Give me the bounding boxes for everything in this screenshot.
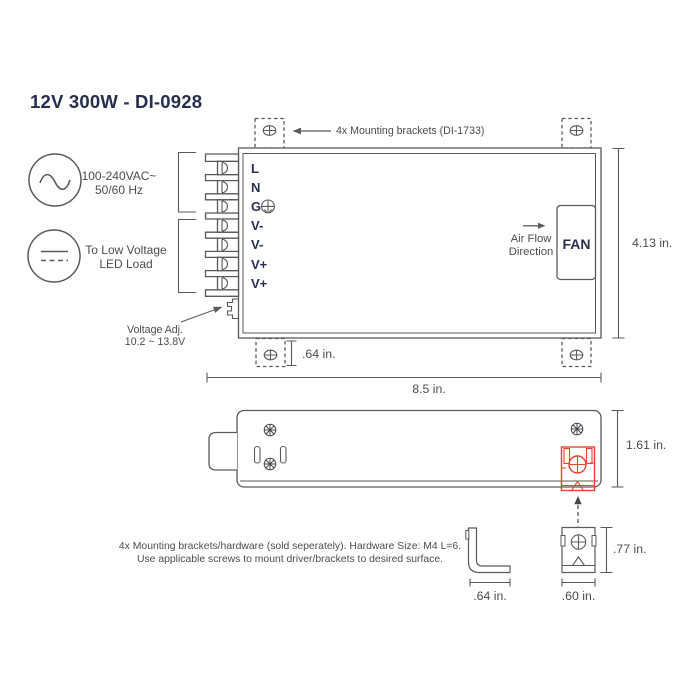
ac-group-bracket (177, 151, 196, 213)
dim-width-line (206, 372, 602, 383)
dim-bracket-offset-label: .64 in. (302, 347, 336, 361)
side-view-drawing (208, 409, 624, 527)
terminal-label-Vminus1: V- (251, 218, 264, 234)
air-flow-line2: Direction (508, 245, 554, 258)
bracket-bottom-detail (562, 556, 595, 567)
dim-width-label: 8.5 in. (412, 381, 446, 396)
bracket-position-arrow (574, 496, 582, 527)
dim-bracket-width-line (561, 578, 596, 587)
dim-depth-line (611, 409, 624, 488)
case-screw-icon (263, 422, 584, 471)
ac-input-line2: 50/60 Hz (94, 183, 144, 197)
callout-arrow (292, 127, 331, 135)
air-flow-arrow (523, 222, 546, 229)
terminal-tab-side (208, 431, 237, 471)
highlighted-bracket (560, 446, 596, 492)
top-view-drawing (27, 117, 625, 383)
dc-group-bracket (177, 218, 196, 294)
bracket-clip-notch (465, 530, 470, 540)
dim-bracket-width-label: .60 in. (561, 589, 596, 603)
terminal-label-N: N (251, 179, 261, 195)
mounting-note: 4x Mounting brackets/hardware (sold sepe… (119, 540, 461, 566)
voltage-adj-pot (226, 298, 239, 320)
terminal-label-Vminus2: V- (251, 237, 264, 253)
dim-height-label: 4.13 in. (632, 236, 673, 250)
dc-load-line2: LED Load (99, 257, 153, 271)
dim-bracket-height-label: .77 in. (613, 541, 647, 556)
ac-input-caption: 100-240VAC~ 50/60 Hz (82, 169, 157, 197)
dim-height-line (612, 147, 625, 339)
dc-load-caption: To Low Voltage LED Load (85, 243, 166, 271)
dim-bracket-leg-label: .64 in. (473, 589, 507, 603)
bracket-edge-notch (560, 535, 566, 547)
ac-input-line1: 100-240VAC~ (81, 169, 157, 183)
air-flow-line1: Air Flow (510, 233, 552, 245)
air-flow-caption: Air Flow Direction (509, 233, 554, 259)
voltage-adj-line1: Voltage Adj. (127, 324, 183, 336)
bracket-side-profile (467, 527, 511, 574)
dim-bracket-height-line (600, 526, 613, 574)
screw-icon (262, 125, 584, 361)
dim-bracket-leg-line (469, 578, 511, 587)
mounting-note-line1: 4x Mounting brackets/hardware (sold sepe… (118, 540, 462, 552)
bracket-detail-drawings (465, 526, 613, 587)
bracket-edge-notch (591, 535, 597, 547)
mounting-brackets-callout: 4x Mounting brackets (DI-1733) (336, 124, 485, 137)
fan-box (556, 204, 597, 281)
voltage-adj-arrow (180, 306, 223, 323)
page-title: 12V 300W - DI-0928 (30, 91, 203, 112)
terminal-label-G: G (251, 198, 262, 214)
voltage-adj-caption: Voltage Adj. 10.2 ~ 13.8V (125, 324, 185, 348)
dim-bracket-offset-line (286, 340, 297, 367)
driver-body-side (236, 409, 602, 488)
terminal-screw-clamps (221, 161, 228, 290)
bracket-screw-hole-icon (570, 534, 587, 550)
terminal-label-Vplus1: V+ (251, 256, 268, 272)
ac-sine-icon (28, 153, 82, 207)
mount-slot (253, 445, 261, 464)
fan-label: FAN (562, 235, 591, 252)
terminal-label-L: L (251, 160, 259, 176)
voltage-adj-line2: 10.2 ~ 13.8V (124, 336, 186, 348)
dim-depth-label: 1.61 in. (626, 438, 667, 452)
ground-screw-icon (261, 199, 275, 214)
terminal-label-Vplus2: V+ (251, 275, 268, 291)
mount-slot (279, 445, 287, 464)
mounting-note-line2: Use applicable screws to mount driver/br… (136, 553, 444, 565)
dc-low-voltage-icon (27, 229, 81, 283)
driver-body-top (237, 147, 602, 339)
dc-load-line1: To Low Voltage (85, 243, 167, 257)
